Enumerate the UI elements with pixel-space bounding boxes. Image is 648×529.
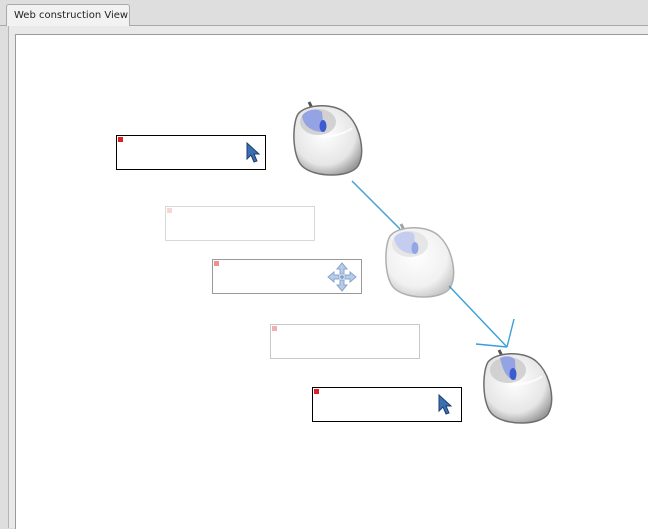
- pointer-cursor-icon: [246, 142, 261, 163]
- mouse-icon: [483, 349, 553, 424]
- tab-strip-divider: [0, 25, 648, 26]
- mouse-icon: [293, 101, 363, 176]
- element-box-moving[interactable]: [212, 259, 362, 294]
- tab-web-construction-view[interactable]: Web construction View: [6, 4, 130, 26]
- mouse-icon-ghost: [385, 223, 455, 298]
- tab-label: Web construction View: [14, 10, 129, 21]
- resize-handle[interactable]: [214, 261, 219, 266]
- element-box-2[interactable]: [312, 387, 462, 422]
- pointer-cursor-icon: [438, 394, 453, 415]
- element-box-ghost-1: [165, 206, 315, 241]
- resize-handle[interactable]: [314, 389, 319, 394]
- resize-handle-ghost: [167, 208, 172, 213]
- resize-handle-ghost: [272, 326, 277, 331]
- resize-handle[interactable]: [118, 137, 123, 142]
- element-box-1[interactable]: [116, 135, 266, 170]
- move-cursor-icon: [327, 262, 357, 292]
- element-box-ghost-2: [270, 324, 420, 359]
